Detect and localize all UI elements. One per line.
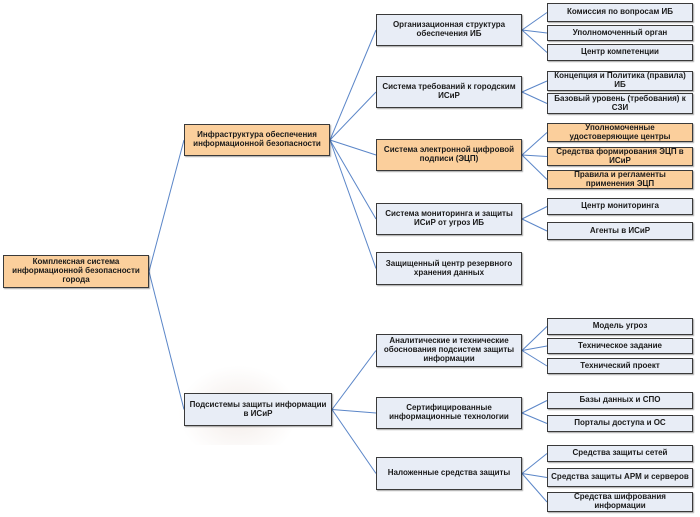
connector-node-infrastructure-to-node-monitoring-system — [329, 139, 377, 220]
connector-node-requirements-system-to-node-concept-policy — [521, 80, 548, 93]
node-agents[interactable]: Агенты в ИСиР — [547, 222, 693, 240]
connector-node-analytical-justification-to-node-threat-model — [521, 326, 548, 351]
connector-node-eds-system-to-node-cert-authorities — [521, 132, 548, 156]
node-eds-tools[interactable]: Средства формирования ЭЦП в ИСиР — [547, 147, 693, 166]
node-analytical-justification[interactable]: Аналитические и технические обоснования … — [376, 334, 522, 367]
connector-node-requirements-system-to-node-base-level — [521, 91, 548, 104]
connector-node-infrastructure-to-node-backup-center — [329, 139, 377, 269]
node-org-structure[interactable]: Организационная структура обеспечения ИБ — [376, 14, 522, 46]
node-monitoring-system[interactable]: Система мониторинга и защиты ИСиР от угр… — [376, 203, 522, 235]
node-root[interactable]: Комплексная система информационной безоп… — [3, 255, 149, 288]
connector-node-eds-system-to-node-eds-rules — [521, 154, 548, 180]
connector-node-org-structure-to-node-competence-center — [521, 29, 548, 53]
node-requirements-system[interactable]: Система требований к городским ИСиР — [376, 76, 522, 108]
connector-node-org-structure-to-node-ib-commission — [521, 12, 548, 31]
connector-node-eds-system-to-node-eds-tools — [521, 154, 548, 157]
connector-node-monitoring-system-to-node-monitoring-center — [521, 206, 548, 220]
connector-node-subsystems-to-node-overlay-protection — [331, 409, 377, 474]
node-certified-it[interactable]: Сертифицированные информационные техноло… — [376, 397, 522, 429]
node-overlay-protection[interactable]: Наложенные средства защиты — [376, 457, 522, 490]
connector-node-certified-it-to-node-portals-os — [521, 412, 548, 424]
connector-node-org-structure-to-node-authorized-body — [521, 29, 548, 34]
node-technical-project[interactable]: Технический проект — [547, 358, 693, 374]
node-cert-authorities[interactable]: Уполномоченные удостоверяющие центры — [547, 123, 693, 142]
node-backup-center[interactable]: Защищенный центр резервного хранения дан… — [376, 252, 522, 285]
node-subsystems[interactable]: Подсистемы защиты информации в ИСиР — [184, 393, 332, 426]
node-ib-commission[interactable]: Комиссия по вопросам ИБ — [547, 3, 693, 22]
connector-node-certified-it-to-node-databases-spo — [521, 400, 548, 414]
node-monitoring-center[interactable]: Центр мониторинга — [547, 198, 693, 215]
node-concept-policy[interactable]: Концепция и Политика (правила) ИБ — [547, 71, 693, 91]
node-portals-os[interactable]: Порталы доступа и ОС — [547, 415, 693, 432]
connector-node-subsystems-to-node-certified-it — [331, 409, 377, 414]
node-threat-model[interactable]: Модель угроз — [547, 318, 693, 335]
connector-node-infrastructure-to-node-org-structure — [329, 29, 377, 141]
node-databases-spo[interactable]: Базы данных и СПО — [547, 392, 693, 409]
node-encryption[interactable]: Средства шифрования информации — [547, 492, 693, 512]
node-eds-system[interactable]: Система электронной цифровой подписи (ЭЦ… — [376, 139, 522, 171]
connector-node-infrastructure-to-node-requirements-system — [329, 91, 377, 141]
connector-node-infrastructure-to-node-eds-system — [329, 139, 377, 156]
connector-node-subsystems-to-node-analytical-justification — [331, 350, 377, 410]
node-authorized-body[interactable]: Уполномоченный орган — [547, 25, 693, 41]
connector-node-monitoring-system-to-node-agents — [521, 218, 548, 232]
node-network-protection[interactable]: Средства защиты сетей — [547, 445, 693, 462]
connector-node-root-to-node-subsystems — [148, 271, 185, 410]
connector-node-overlay-protection-to-node-network-protection — [521, 453, 548, 474]
node-technical-task[interactable]: Техническое задание — [547, 338, 693, 354]
node-competence-center[interactable]: Центр компетенции — [547, 44, 693, 61]
node-workstation-protection[interactable]: Средства защиты АРМ и серверов — [547, 468, 693, 487]
connector-node-root-to-node-infrastructure — [148, 139, 185, 272]
connector-node-overlay-protection-to-node-workstation-protection — [521, 473, 548, 478]
connector-node-analytical-justification-to-node-technical-project — [521, 350, 548, 367]
node-eds-rules[interactable]: Правила и регламенты применения ЭЦП — [547, 170, 693, 189]
connector-node-overlay-protection-to-node-encryption — [521, 473, 548, 503]
node-base-level[interactable]: Базовый уровень (требования) к СЗИ — [547, 93, 693, 114]
node-infrastructure[interactable]: Инфраструктура обеспечения информационно… — [184, 124, 330, 156]
connector-node-analytical-justification-to-node-technical-task — [521, 345, 548, 351]
